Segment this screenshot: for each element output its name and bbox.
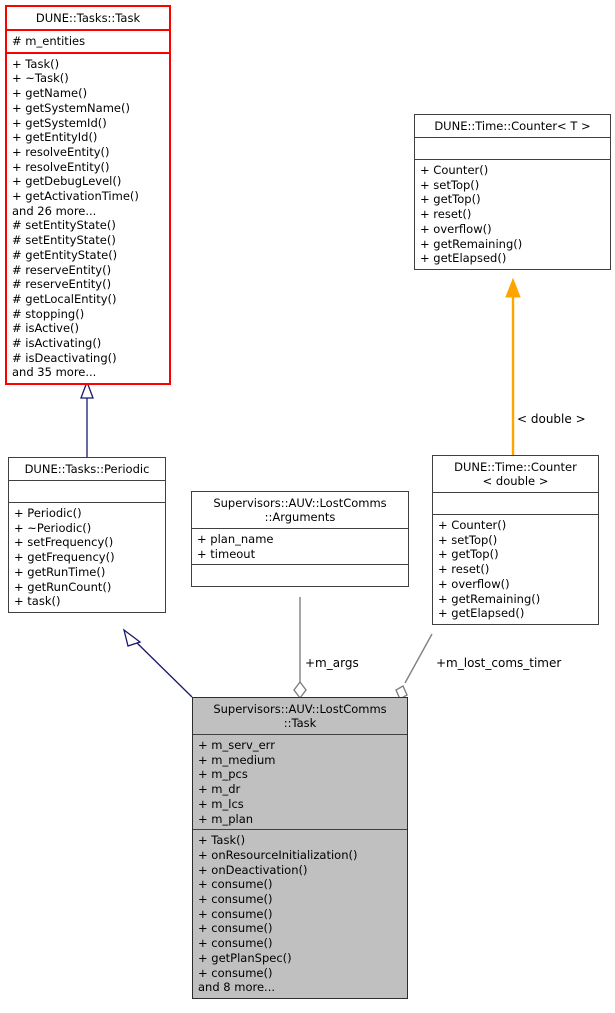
class-box-dune-time-counter-double[interactable]: DUNE::Time::Counter < double > + Counter… xyxy=(432,455,599,625)
class-member: + m_pcs xyxy=(198,767,248,782)
class-member: # m_entities xyxy=(12,34,86,48)
class-member: + Periodic() xyxy=(14,506,82,520)
class-member: + setTop() xyxy=(438,532,498,547)
class-member: + timeout xyxy=(197,546,256,561)
class-member: + setFrequency() xyxy=(14,535,114,550)
class-member: + getSystemId() xyxy=(12,115,107,130)
class-methods-dune-tasks-task: + Task() + ~Task() + getName() + getSyst… xyxy=(7,54,169,383)
class-member: + m_plan xyxy=(198,811,254,826)
class-member: + getFrequency() xyxy=(14,550,115,565)
class-member: # getLocalEntity() xyxy=(12,291,117,306)
template-binding-edge xyxy=(505,277,521,455)
class-title-dune-time-counter-t: DUNE::Time::Counter< T > xyxy=(415,115,610,138)
class-title-dune-tasks-task: DUNE::Tasks::Task xyxy=(7,7,169,31)
class-member: + getSystemName() xyxy=(12,100,130,115)
class-member: + consume() xyxy=(198,921,273,936)
class-member: # reserveEntity() xyxy=(12,262,112,277)
class-member: + plan_name xyxy=(197,532,274,546)
class-methods-dune-time-counter-double: + Counter() + setTop() + getTop() + rese… xyxy=(433,515,598,624)
class-box-lostcomms-task[interactable]: Supervisors::AUV::LostComms ::Task + m_s… xyxy=(192,697,408,999)
edge-label-m-lost-coms-timer: +m_lost_coms_timer xyxy=(436,656,562,670)
class-member: + onDeactivation() xyxy=(198,862,308,877)
class-member: + getElapsed() xyxy=(420,251,507,266)
class-attributes-lostcomms-task: + m_serv_err + m_medium + m_pcs + m_dr +… xyxy=(193,735,407,831)
class-member: + reset() xyxy=(438,562,490,577)
class-member: + getTop() xyxy=(438,547,499,562)
class-member: + getRemaining() xyxy=(438,591,541,606)
aggregation-edge-m-lost-coms-timer xyxy=(395,633,433,700)
class-member: + consume() xyxy=(198,936,273,951)
class-methods-dune-tasks-periodic: + Periodic() + ~Periodic() + setFrequenc… xyxy=(9,503,165,612)
class-member: + Task() xyxy=(12,56,60,71)
class-member: + Counter() xyxy=(438,518,507,532)
class-member: + getEntityId() xyxy=(12,130,98,145)
class-member: + m_serv_err xyxy=(198,738,275,752)
class-member: + getRunTime() xyxy=(14,564,106,579)
class-member: + consume() xyxy=(198,892,273,907)
class-member: + m_medium xyxy=(198,752,276,767)
class-member: + overflow() xyxy=(438,576,510,591)
class-attributes-dune-time-counter-double xyxy=(433,493,598,515)
class-title-dune-tasks-periodic: DUNE::Tasks::Periodic xyxy=(9,458,165,481)
class-member: + ~Task() xyxy=(12,71,69,86)
class-member: # setEntityState() xyxy=(12,233,116,248)
edge-label-template-binding: < double > xyxy=(517,412,586,426)
class-member: + resolveEntity() xyxy=(12,159,110,174)
class-member: + onResourceInitialization() xyxy=(198,847,358,862)
class-member-more: and 35 more... xyxy=(12,365,97,380)
class-member: + getTop() xyxy=(420,192,481,207)
class-member: # stopping() xyxy=(12,306,85,321)
class-title-lostcomms-task: Supervisors::AUV::LostComms ::Task xyxy=(193,698,407,735)
class-member: + getActivationTime() xyxy=(12,189,139,204)
class-member: # getEntityState() xyxy=(12,247,118,262)
class-member: + reset() xyxy=(420,207,472,222)
class-methods-lostcomms-arguments xyxy=(192,565,408,586)
class-member: + getName() xyxy=(12,86,88,101)
inheritance-edge-lostcomms-to-periodic xyxy=(122,628,193,698)
class-member: # setEntityState() xyxy=(12,218,116,233)
class-member: + getDebugLevel() xyxy=(12,174,122,189)
class-member: # isActive() xyxy=(12,321,80,336)
class-box-dune-time-counter-t[interactable]: DUNE::Time::Counter< T > + Counter() + s… xyxy=(414,114,611,270)
class-methods-dune-time-counter-t: + Counter() + setTop() + getTop() + rese… xyxy=(415,160,610,269)
class-methods-lostcomms-task: + Task() + onResourceInitialization() + … xyxy=(193,830,407,998)
class-member: + resolveEntity() xyxy=(12,144,110,159)
class-member: + Task() xyxy=(198,833,246,848)
class-member: + consume() xyxy=(198,906,273,921)
edge-label-m-args: +m_args xyxy=(305,656,359,670)
class-member: # isActivating() xyxy=(12,336,102,351)
class-member: + getPlanSpec() xyxy=(198,950,292,965)
class-member: + overflow() xyxy=(420,221,492,236)
class-member: # reserveEntity() xyxy=(12,277,112,292)
aggregation-edge-m-args xyxy=(293,597,307,700)
class-member-more: and 8 more... xyxy=(198,980,276,995)
class-box-dune-tasks-periodic[interactable]: DUNE::Tasks::Periodic + Periodic() + ~Pe… xyxy=(8,457,166,613)
class-member-more: and 26 more... xyxy=(12,203,97,218)
class-member: + task() xyxy=(14,594,61,609)
class-box-dune-tasks-task[interactable]: DUNE::Tasks::Task # m_entities + Task() … xyxy=(5,5,171,386)
class-member: + m_dr xyxy=(198,782,241,797)
class-member: + ~Periodic() xyxy=(14,520,92,535)
class-member: # isDeactivating() xyxy=(12,350,117,365)
class-attributes-dune-tasks-periodic xyxy=(9,481,165,503)
class-member: + Counter() xyxy=(420,163,489,177)
class-member: + getRunCount() xyxy=(14,579,112,594)
class-member: + consume() xyxy=(198,877,273,892)
class-attributes-dune-time-counter-t xyxy=(415,138,610,160)
class-member: + consume() xyxy=(198,965,273,980)
class-member: + m_lcs xyxy=(198,796,244,811)
inheritance-edge-periodic-to-task xyxy=(80,380,94,457)
class-member: + setTop() xyxy=(420,177,480,192)
class-attributes-lostcomms-arguments: + plan_name + timeout xyxy=(192,529,408,566)
class-member: + getElapsed() xyxy=(438,606,525,621)
class-title-dune-time-counter-double: DUNE::Time::Counter < double > xyxy=(433,456,598,493)
class-member: + getRemaining() xyxy=(420,236,523,251)
class-attributes-dune-tasks-task: # m_entities xyxy=(7,31,169,54)
class-title-lostcomms-arguments: Supervisors::AUV::LostComms ::Arguments xyxy=(192,492,408,529)
class-box-lostcomms-arguments[interactable]: Supervisors::AUV::LostComms ::Arguments … xyxy=(191,491,409,588)
